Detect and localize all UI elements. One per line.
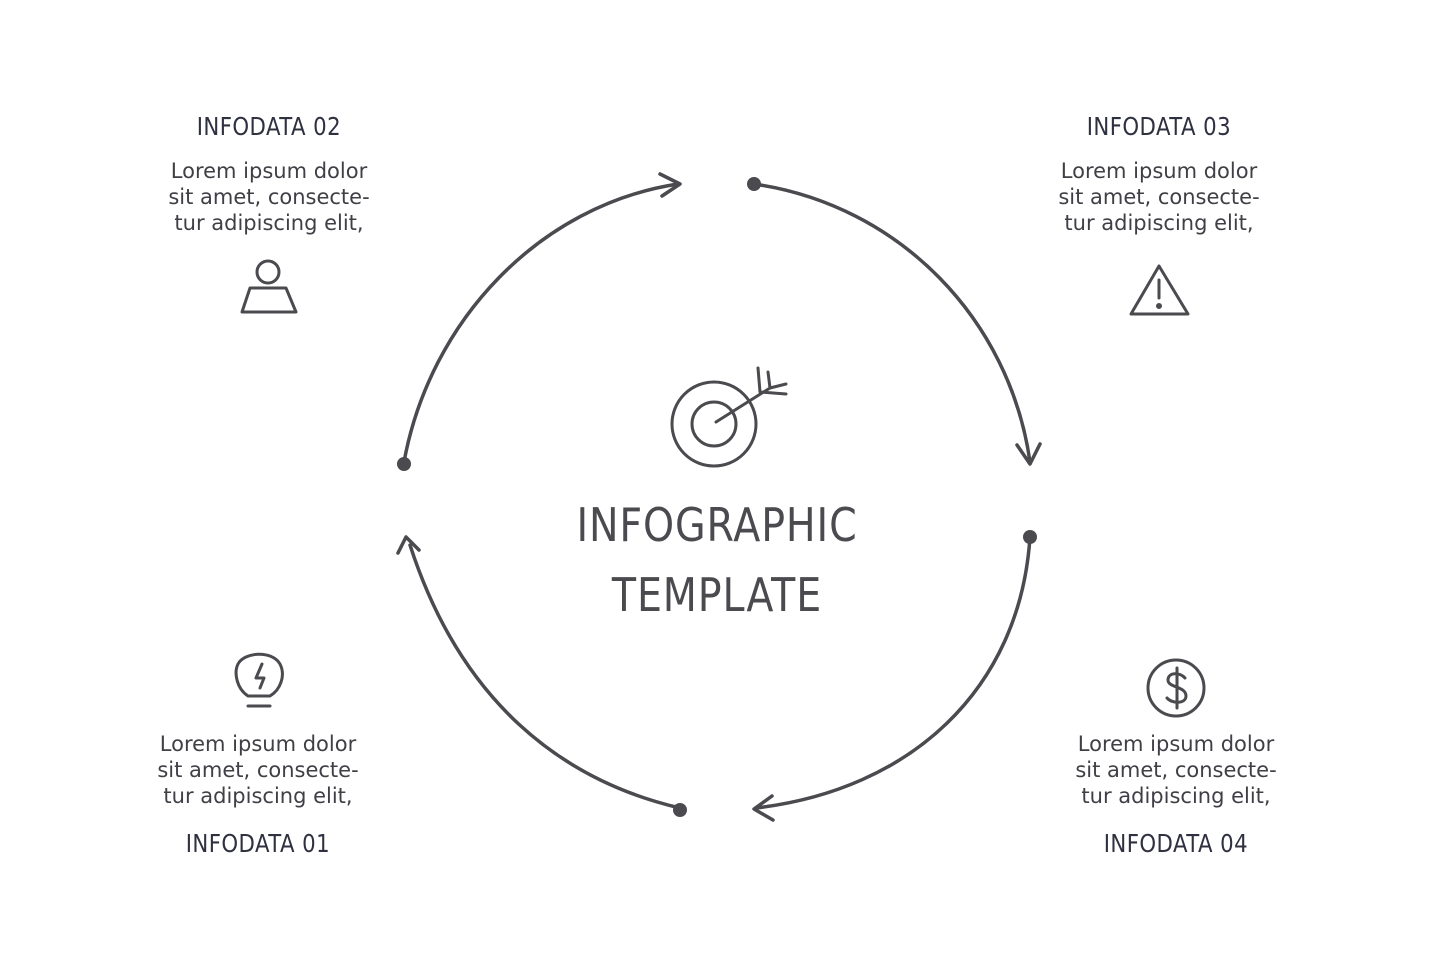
cycle-dot-3 (747, 177, 761, 191)
info-heading-01: INFODATA 01 (185, 829, 331, 858)
info-heading-04: INFODATA 04 (1103, 829, 1249, 858)
info-text-03: Lorem ipsum dolor sit amet, consecte- tu… (1009, 158, 1309, 236)
info-block-03: INFODATA 03 Lorem ipsum dolor sit amet, … (1009, 112, 1309, 236)
cycle-arc-3 (752, 182, 1032, 464)
cycle-dot-4 (1023, 530, 1037, 544)
info-text-line: Lorem ipsum dolor (1060, 159, 1258, 183)
cycle-arrowhead-2 (658, 172, 682, 198)
info-text-line: sit amet, consecte- (157, 758, 359, 782)
cycle-arrowhead-4 (752, 794, 775, 822)
cycle-arrowhead-1 (396, 535, 421, 555)
center-title-line1: INFOGRAPHIC (576, 498, 858, 552)
info-text-line: Lorem ipsum dolor (159, 732, 357, 756)
info-block-02: INFODATA 02 Lorem ipsum dolor sit amet, … (119, 112, 419, 236)
info-text-line: Lorem ipsum dolor (1077, 732, 1275, 756)
info-text-line: tur adipiscing elit, (174, 211, 364, 235)
info-text-line: sit amet, consecte- (1075, 758, 1277, 782)
info-block-01: Lorem ipsum dolor sit amet, consecte- tu… (108, 731, 408, 863)
info-text-02: Lorem ipsum dolor sit amet, consecte- tu… (119, 158, 419, 236)
person-icon (240, 259, 298, 314)
cycle-arrowhead-3 (1015, 442, 1042, 466)
info-text-line: sit amet, consecte- (168, 185, 370, 209)
lightbulb-icon (234, 652, 284, 708)
warning-icon (1129, 264, 1190, 316)
cycle-dot-2 (397, 457, 411, 471)
info-text-line: tur adipiscing elit, (1064, 211, 1254, 235)
info-text-01: Lorem ipsum dolor sit amet, consecte- tu… (108, 731, 408, 809)
info-text-line: sit amet, consecte- (1058, 185, 1260, 209)
info-heading-02: INFODATA 02 (196, 112, 342, 141)
info-heading-03: INFODATA 03 (1086, 112, 1232, 141)
cycle-arc-4 (754, 535, 1032, 810)
dollar-icon (1146, 658, 1206, 718)
cycle-dot-1 (673, 803, 687, 817)
cycle-arc-1 (408, 543, 682, 810)
info-text-line: tur adipiscing elit, (163, 784, 353, 808)
info-text-04: Lorem ipsum dolor sit amet, consecte- tu… (1026, 731, 1326, 809)
info-text-line: tur adipiscing elit, (1081, 784, 1271, 808)
cycle-arc-2 (402, 182, 680, 464)
info-block-04: Lorem ipsum dolor sit amet, consecte- tu… (1026, 731, 1326, 863)
info-text-line: Lorem ipsum dolor (170, 159, 368, 183)
center-title-line2: TEMPLATE (611, 568, 823, 622)
target-arrow-icon (670, 366, 788, 468)
